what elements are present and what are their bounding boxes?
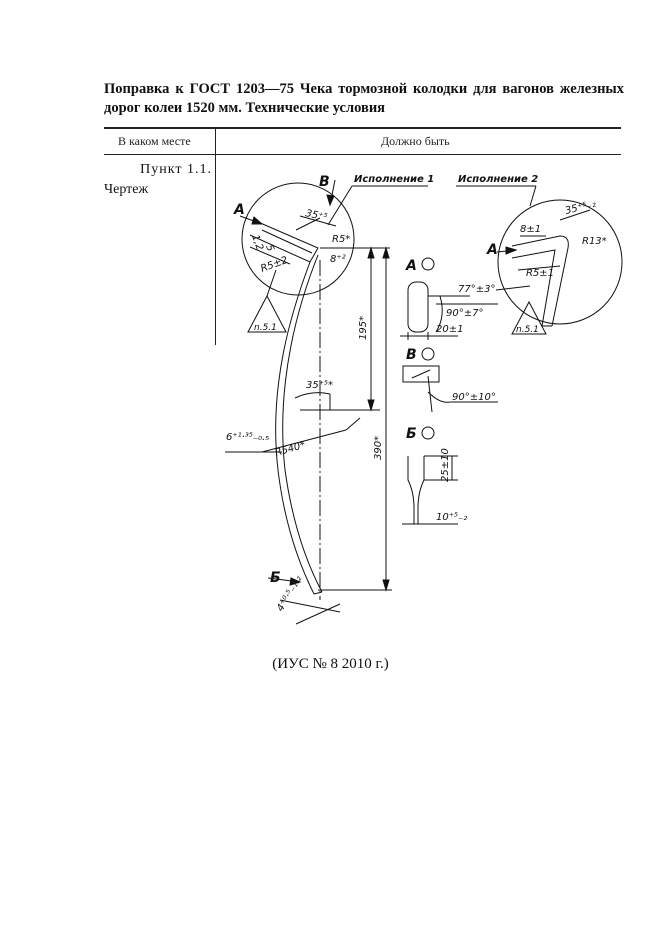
dim-90-10: 90°±10° xyxy=(452,392,496,403)
dim-35-v2: 35⁺⁵₋₂ xyxy=(564,199,597,217)
roughness-label-1: n.5.1 xyxy=(254,323,277,333)
roughness-label-2: n.5.1 xyxy=(516,325,539,335)
dim-r5: R5* xyxy=(332,234,350,245)
variant2-detail-circle xyxy=(497,199,623,325)
row-place-line2: Чертеж xyxy=(104,182,149,197)
dim-1-2: 1,2 xyxy=(249,233,265,252)
view-b-rot-label: Б xyxy=(406,426,417,442)
dim-6: 6⁺¹·³⁵₋₀.₅ xyxy=(226,432,269,443)
key-body-outer xyxy=(282,254,323,593)
footer-note: (ИУС № 8 2010 г.) xyxy=(272,656,389,672)
view-b-profile xyxy=(407,456,425,524)
view-a-rot-label: А xyxy=(405,258,417,274)
roughness-symbol-1 xyxy=(247,294,287,333)
dim-25: 25±10 xyxy=(440,448,451,482)
view-a-marker-2: А xyxy=(486,242,498,258)
dim-r540: R540* xyxy=(274,440,307,459)
view-v-rot-label: В xyxy=(406,347,417,363)
table-header-place: В каком месте xyxy=(118,134,191,148)
table-header-should-be: Должно быть xyxy=(381,134,450,148)
dim-5: 5 xyxy=(263,243,276,253)
dim-390: 390* xyxy=(373,436,384,460)
dim-77: 77°±3° xyxy=(458,284,495,295)
key-body-inner xyxy=(275,261,315,595)
drawing-labels: Исполнение 1 Исполнение 2 В А А Б А В Б … xyxy=(226,174,607,614)
variant1-label: Исполнение 1 xyxy=(354,174,434,185)
dim-10: 10⁺⁵₋₂ xyxy=(436,512,467,523)
view-a-profile xyxy=(407,281,429,333)
table-header-rule xyxy=(104,154,621,155)
dim-r5-1: R5±1 xyxy=(526,268,554,279)
dim-20: 20±1 xyxy=(436,324,463,335)
row-place-line1: Пункт 1.1. xyxy=(140,162,212,177)
roughness-symbol-2 xyxy=(511,300,547,335)
dim-r13: R13* xyxy=(582,236,607,247)
view-a-marker: А xyxy=(233,202,245,218)
table-row: Пункт 1.1. Чертеж xyxy=(104,160,212,200)
dim-35-5: 35⁺⁵ xyxy=(304,208,328,223)
dim-8-2: 8⁺² xyxy=(330,254,346,265)
view-b-arrow-label: Б xyxy=(270,570,281,586)
dim-35-5-mid: 35⁺⁵* xyxy=(306,380,333,391)
table-top-rule xyxy=(104,127,621,129)
view-v-profile xyxy=(402,365,440,383)
dim-90-7: 90°±7° xyxy=(446,308,483,319)
document-title: Поправка к ГОСТ 1203—75 Чека тормозной к… xyxy=(104,81,624,116)
dim-195: 195* xyxy=(358,316,369,340)
variant2-label: Исполнение 2 xyxy=(458,174,538,185)
view-b-marker: В xyxy=(319,174,330,190)
dim-8-1: 8±1 xyxy=(520,224,541,235)
table-column-divider xyxy=(215,127,216,345)
